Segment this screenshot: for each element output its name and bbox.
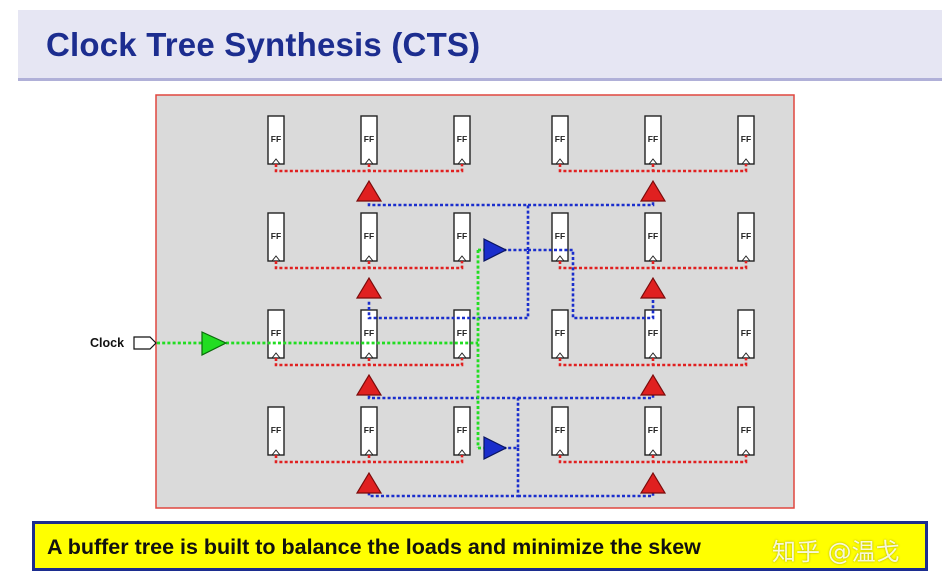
clock-pin-icon <box>648 158 658 165</box>
flip-flop-label: FF <box>364 328 374 338</box>
flip-flop-label: FF <box>271 134 281 144</box>
flip-flop: FF <box>360 115 378 165</box>
flip-flop: FF <box>551 115 569 165</box>
clock-pin-icon <box>741 158 751 165</box>
mid-net <box>528 192 655 207</box>
flip-flop: FF <box>267 212 285 262</box>
flip-flop: FF <box>453 212 471 262</box>
flip-flop: FF <box>551 309 569 359</box>
clock-pin-icon <box>457 449 467 456</box>
clock-pin-icon <box>271 449 281 456</box>
clock-pin-icon <box>364 449 374 456</box>
clock-pin-icon <box>364 352 374 359</box>
clock-pin-icon <box>271 352 281 359</box>
flip-flop: FF <box>737 115 755 165</box>
clock-pin-icon <box>741 255 751 262</box>
flip-flop: FF <box>267 115 285 165</box>
leaf-clock-nets <box>274 164 748 464</box>
flip-flop-label: FF <box>457 425 467 435</box>
flip-flop: FF <box>453 115 471 165</box>
flip-flop-label: FF <box>648 328 658 338</box>
flip-flop-label: FF <box>457 231 467 241</box>
leaf-buffer-icon <box>355 179 383 202</box>
flip-flop: FF <box>644 406 662 456</box>
clock-input-label: Clock <box>90 336 124 350</box>
clock-pin-icon <box>555 449 565 456</box>
clock-pin-icon <box>741 352 751 359</box>
clock-pin-icon <box>457 352 467 359</box>
flip-flop: FF <box>737 309 755 359</box>
flip-flop-label: FF <box>741 425 751 435</box>
flip-flop-label: FF <box>555 328 565 338</box>
flip-flop: FF <box>267 406 285 456</box>
flip-flop-label: FF <box>648 425 658 435</box>
mid-buffer-icon <box>483 238 508 262</box>
title-bar: Clock Tree Synthesis (CTS) <box>18 10 942 81</box>
clock-pin-icon <box>457 158 467 165</box>
flip-flop-label: FF <box>271 231 281 241</box>
flip-flop-label: FF <box>271 425 281 435</box>
flip-flop: FF <box>453 406 471 456</box>
flip-flop: FF <box>360 212 378 262</box>
clock-pin-icon <box>271 158 281 165</box>
flip-flop: FF <box>267 309 285 359</box>
flip-flop: FF <box>360 406 378 456</box>
diagram-panel <box>155 94 795 509</box>
clock-pin-icon <box>364 255 374 262</box>
clock-pin-icon <box>555 158 565 165</box>
leaf-buffer-icon <box>639 471 667 494</box>
flip-flop: FF <box>737 212 755 262</box>
clock-input-port <box>133 336 157 350</box>
leaf-buffer-icon <box>355 373 383 396</box>
page-title: Clock Tree Synthesis (CTS) <box>46 26 481 63</box>
flip-flop-label: FF <box>555 231 565 241</box>
flip-flop-label: FF <box>741 134 751 144</box>
clock-pin-icon <box>648 352 658 359</box>
flip-flop-label: FF <box>364 231 374 241</box>
flip-flop-label: FF <box>555 134 565 144</box>
clock-pin-icon <box>364 158 374 165</box>
clock-pin-icon <box>457 255 467 262</box>
clock-pin-icon <box>741 449 751 456</box>
caption-box: A buffer tree is built to balance the lo… <box>32 521 928 571</box>
mid-net <box>367 248 530 320</box>
flip-flop: FF <box>737 406 755 456</box>
flip-flop-label: FF <box>648 134 658 144</box>
flip-flop: FF <box>551 406 569 456</box>
root-buffer-icon <box>201 331 228 356</box>
flip-flop-label: FF <box>457 134 467 144</box>
flip-flop-label: FF <box>555 425 565 435</box>
leaf-buffer-icon <box>639 373 667 396</box>
clock-pin-icon <box>271 255 281 262</box>
mid-buffer-icon <box>483 436 508 460</box>
flip-flop: FF <box>551 212 569 262</box>
leaf-buffer-icon <box>639 276 667 299</box>
flip-flop-label: FF <box>364 425 374 435</box>
watermark: 知乎 @温戈 <box>772 538 900 566</box>
clock-pin-icon <box>648 255 658 262</box>
clock-pin-icon <box>555 255 565 262</box>
leaf-buffer-icon <box>355 471 383 494</box>
flip-flop-label: FF <box>741 231 751 241</box>
flip-flop-label: FF <box>741 328 751 338</box>
flip-flop-grid: FF FF FF FF FF FF FF FF FF FF FF FF FF FF FF FF FF FF FF FF… <box>267 115 755 456</box>
flip-flop: FF <box>644 115 662 165</box>
root-clock-net <box>157 248 484 450</box>
flip-flop-label: FF <box>364 134 374 144</box>
mid-net <box>367 448 520 498</box>
clock-pin-icon <box>555 352 565 359</box>
flip-flop-label: FF <box>271 328 281 338</box>
caption-text: A buffer tree is built to balance the lo… <box>47 535 701 559</box>
mid-net <box>528 248 655 320</box>
leaf-buffer-icon <box>355 276 383 299</box>
flip-flop-label: FF <box>457 328 467 338</box>
clock-pin-icon <box>648 449 658 456</box>
flip-flop-label: FF <box>648 231 658 241</box>
buffer-tree <box>201 179 667 494</box>
flip-flop: FF <box>644 212 662 262</box>
leaf-buffer-icon <box>639 179 667 202</box>
